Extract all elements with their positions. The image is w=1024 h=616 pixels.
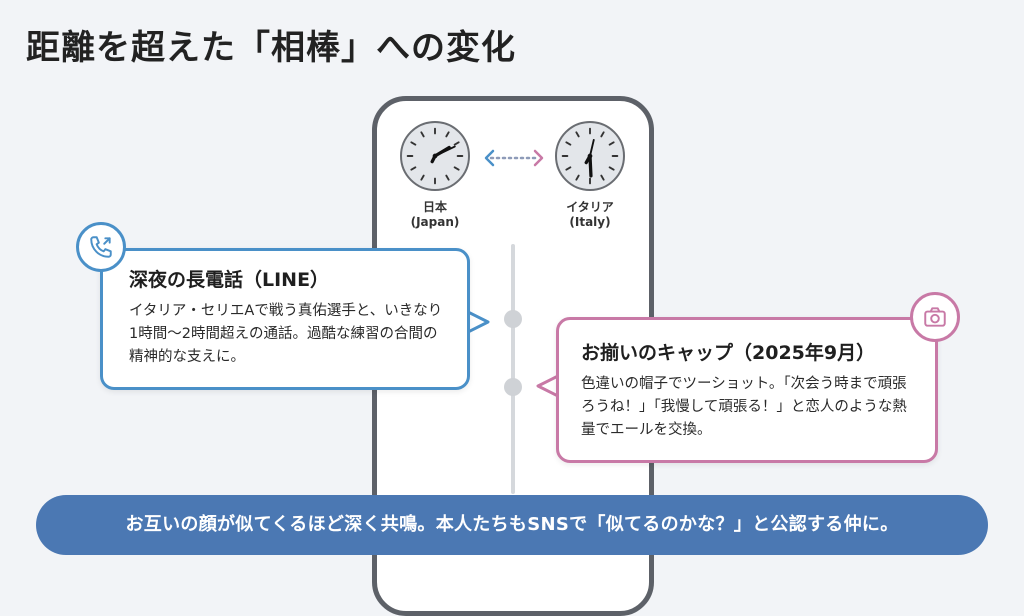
timeline-dot [504,310,522,328]
card-body: 色違いの帽子でツーショット。「次会う時まで頑張ろうね！」「我慢して頑張る！」と恋… [581,376,907,438]
japan-clock-icon [400,121,470,191]
double-arrow-icon [484,149,544,167]
japan-clock-label: 日本 (Japan) [380,200,490,230]
timeline-dot [504,378,522,396]
card-title: お揃いのキャップ（2025年9月） [581,342,876,364]
italy-clock-icon [555,121,625,191]
summary-banner: お互いの顔が似てくるほど深く共鳴。本人たちもSNSで「似てるのかな？」と公認する… [36,495,988,555]
card-title: 深夜の長電話（LINE） [129,269,330,291]
card-body: イタリア・セリエAで戦う真佑選手と、いきなり1時間〜2時間超えの通話。過酷な練習… [129,303,443,365]
matching-cap-card: お揃いのキャップ（2025年9月） 色違いの帽子でツーショット。「次会う時まで頑… [556,317,938,463]
italy-sublabel: (Italy) [569,215,611,229]
timeline-line [511,244,515,494]
camera-icon [910,292,960,342]
italy-clock-label: イタリア (Italy) [535,200,645,230]
japan-label: 日本 [422,200,447,214]
italy-label: イタリア [566,200,614,214]
page-title: 距離を超えた「相棒」への変化 [26,28,516,68]
phone-call-icon [76,222,126,272]
line-call-card: 深夜の長電話（LINE） イタリア・セリエAで戦う真佑選手と、いきなり1時間〜2… [100,248,470,390]
japan-sublabel: (Japan) [410,215,460,229]
